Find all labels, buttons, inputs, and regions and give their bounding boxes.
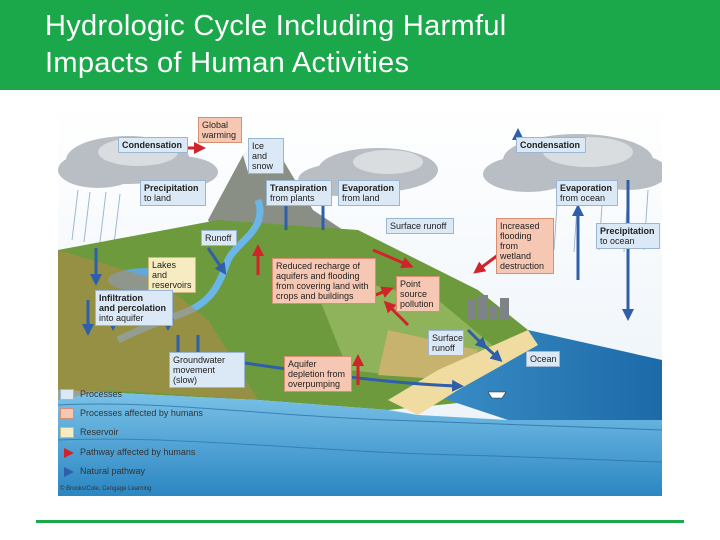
footer-rule [36,520,684,523]
legend-swatch-reservoir [60,427,74,438]
slide-title: Hydrologic Cycle Including Harmful Impac… [45,8,506,82]
slide-title-line-1: Hydrologic Cycle Including Harmful [45,10,507,42]
legend-label-human-pathway: Pathway affected by humans [80,447,196,457]
label-runoff: Runoff [201,230,237,246]
groundwater-cross-section [58,390,662,496]
boat [487,391,507,399]
legend-label-reservoir: Reservoir [80,427,119,437]
slide-title-line-2: Impacts of Human Activities [45,47,410,79]
label-condensation-left: Condensation [118,137,188,153]
blue-arrow-icon [64,467,74,477]
legend-swatch-processes [60,389,74,400]
legend-swatch-processes-affected [60,408,74,419]
ocean-surface [418,330,662,420]
legend-label-processes: Processes [80,389,123,399]
copyright-credit: © Brooks/Cole, Cengage Learning [60,486,152,492]
city [468,295,509,320]
title-bar [0,0,720,90]
label-ocean: Ocean [526,351,560,367]
label-condensation-right: Condensation [516,137,586,153]
label-surface-runoff-top: Surface runoff [386,218,454,234]
legend-label-natural-pathway: Natural pathway [80,466,146,476]
legend-label-processes-affected: Processes affected by humans [80,408,203,418]
red-arrow-icon [64,448,74,458]
